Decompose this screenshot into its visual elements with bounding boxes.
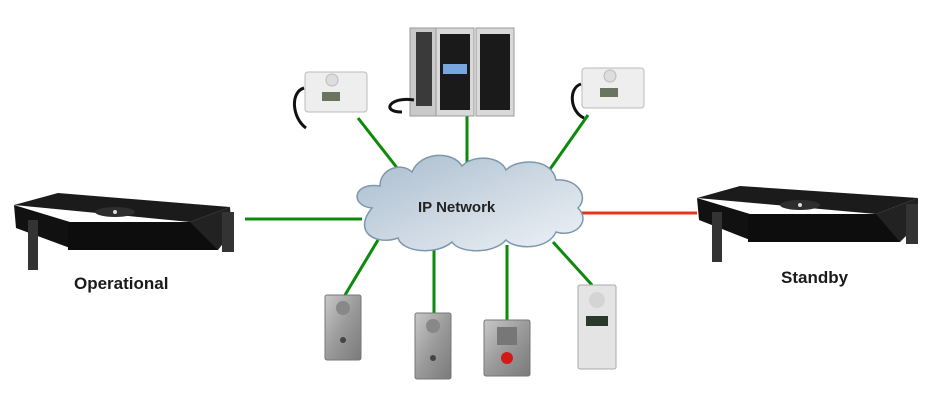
- link-wall-1: [343, 239, 380, 296]
- desk-intercom-left-device: [293, 71, 368, 130]
- wall-substation-1-device: [324, 294, 362, 361]
- operational-label: Operational: [74, 274, 169, 293]
- wall-substation-2-device: [414, 312, 452, 380]
- desk-intercom-right-device: [570, 67, 645, 120]
- master-station-device: [388, 27, 515, 117]
- emergency-station-device: [483, 319, 531, 377]
- links: [245, 114, 697, 320]
- standby-label: Standby: [781, 268, 849, 287]
- standby-server: [697, 186, 918, 262]
- door-station-device: [577, 284, 617, 370]
- cloud-label: IP Network: [418, 199, 496, 216]
- link-desk-right: [546, 114, 590, 173]
- link-door-station: [551, 240, 594, 287]
- ip-network-cloud: [356, 154, 584, 252]
- operational-server: [14, 193, 234, 270]
